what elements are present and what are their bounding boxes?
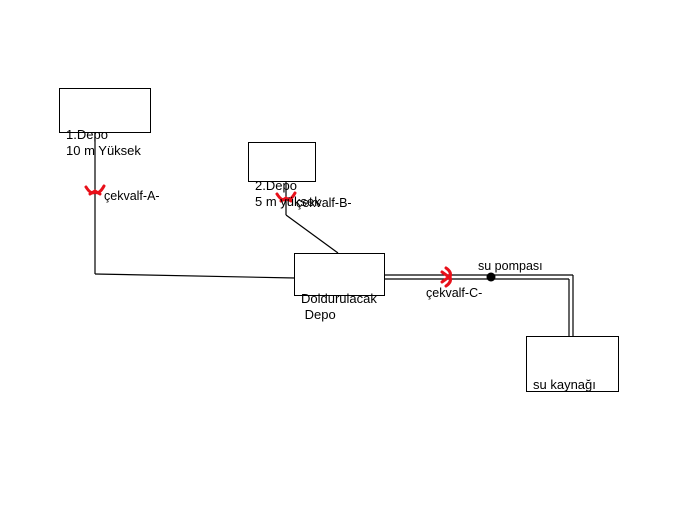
pipes (94, 133, 574, 336)
tank-depo1-height: 10 m Yüksek (66, 143, 141, 158)
valve-a-label: çekvalf-A- (104, 189, 160, 203)
valve-a-mark (84, 184, 106, 196)
tank-depo2-name: 2.Depo (255, 178, 297, 193)
tank-source: su kaynağı (526, 336, 619, 392)
tank-source-name: su kaynağı (533, 377, 596, 392)
tank-fill-name-2: Depo (301, 307, 336, 322)
valve-b-mark (275, 191, 297, 203)
valve-c-mark (440, 266, 452, 288)
pump-icon (486, 272, 496, 282)
pipe-depo2-to-fill (285, 214, 339, 254)
valve-b-label: çekvalf-B- (296, 196, 352, 210)
tank-fill-name-1: Doldurulacak (301, 291, 377, 306)
tank-depo1-name: 1.Depo (66, 127, 108, 142)
tank-fill: Doldurulacak Depo (294, 253, 385, 322)
valve-c-label: çekvalf-C- (426, 286, 483, 300)
pipe-depo1-to-fill (94, 273, 296, 279)
pump-label: su pompası (478, 259, 543, 273)
